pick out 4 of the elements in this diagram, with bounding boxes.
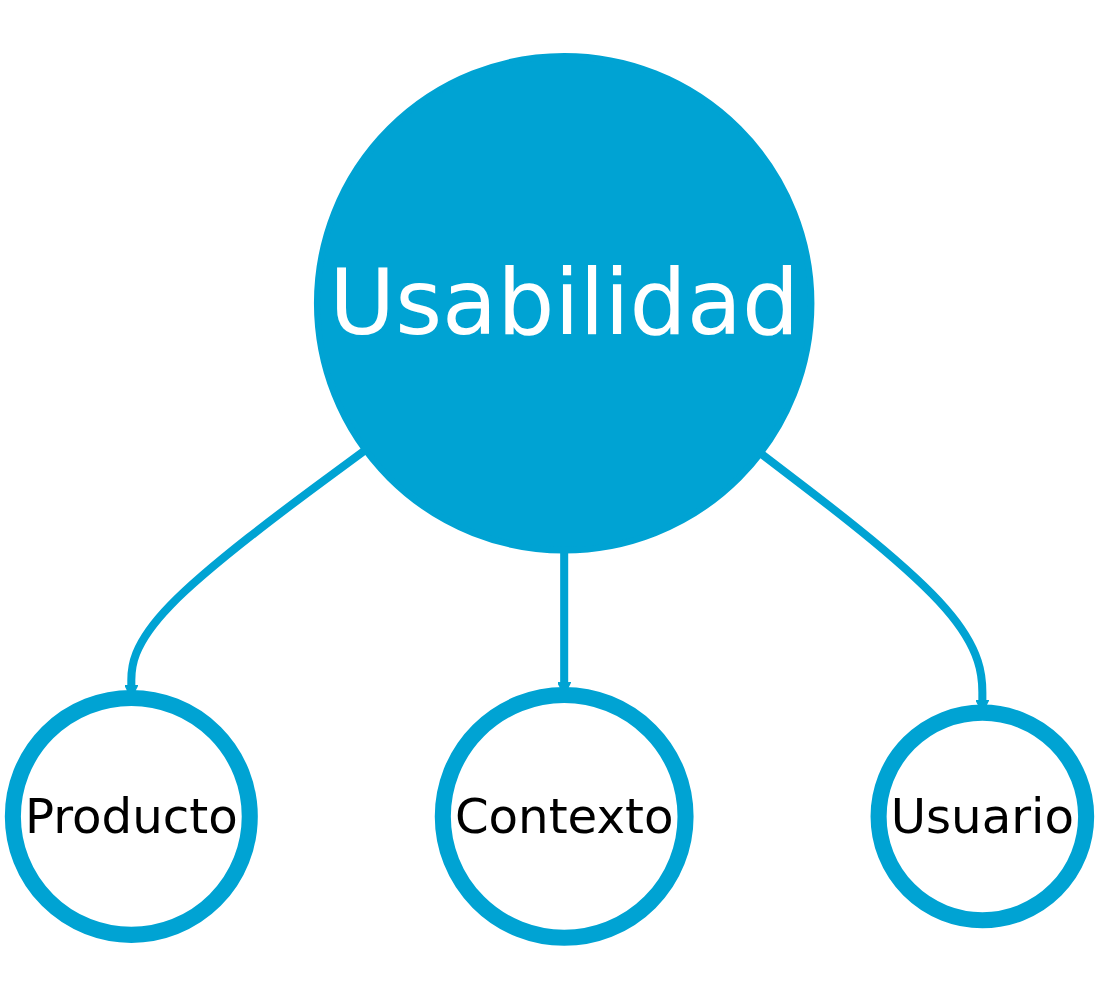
node-circle: Contexto	[434, 687, 694, 946]
node-circle: Producto	[4, 689, 258, 943]
node-circle: Usabilidad	[313, 53, 815, 554]
node-circle: Usuario	[870, 704, 1095, 929]
